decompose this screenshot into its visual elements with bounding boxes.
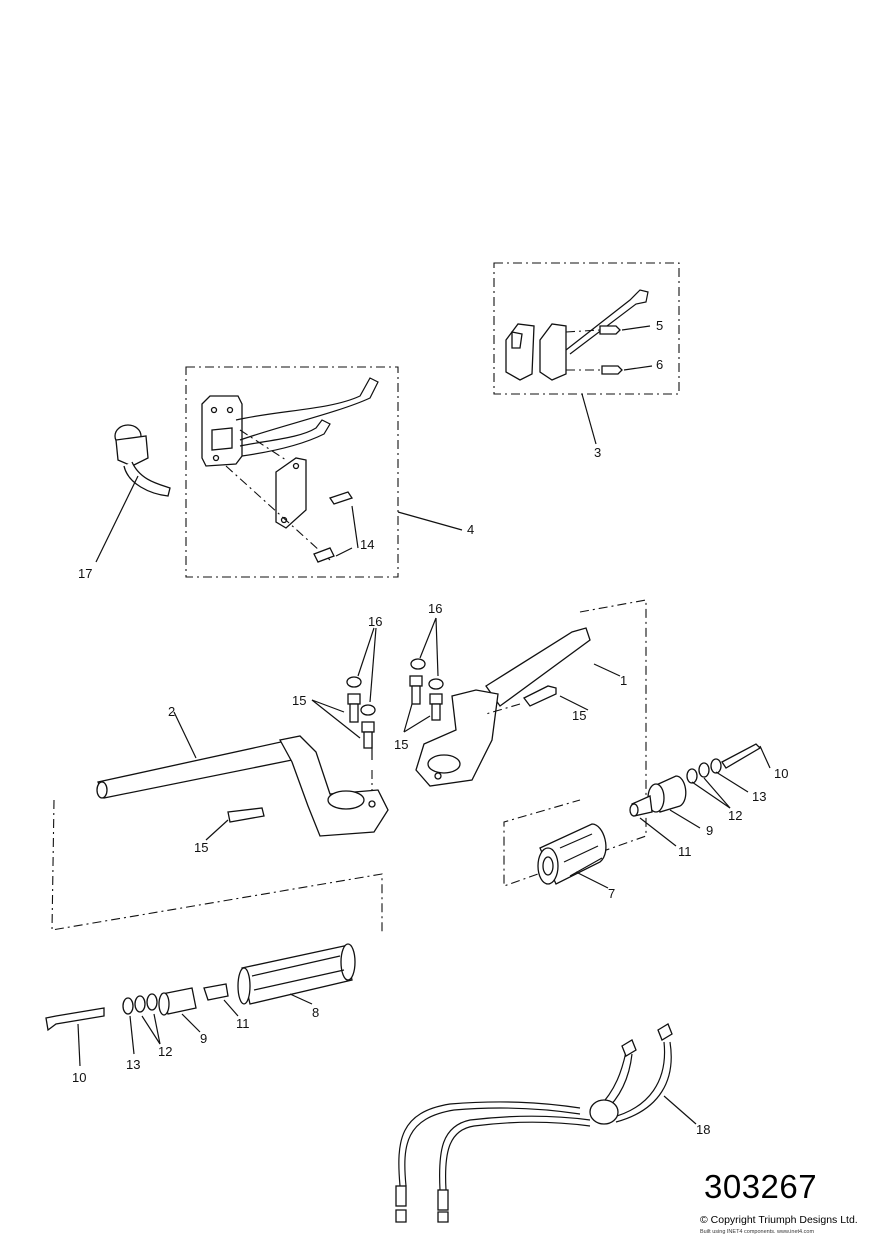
switch-housing-kit-box — [185, 366, 463, 578]
switch-kit-box — [493, 262, 680, 445]
grip-assembly-left — [45, 943, 356, 1067]
callout-16-right: 16 — [428, 601, 442, 616]
callout-5: 5 — [656, 318, 663, 333]
callout-2: 2 — [168, 704, 175, 719]
grip-assembly-right — [537, 743, 771, 889]
throttle-cable-elbow-17 — [95, 424, 171, 563]
diagram-reference-number: 303267 — [704, 1168, 818, 1205]
callout-13-left: 13 — [126, 1057, 140, 1072]
callout-18: 18 — [696, 1122, 710, 1137]
callout-15-a: 15 — [292, 693, 306, 708]
callout-10-right: 10 — [774, 766, 788, 781]
callout-12-left: 12 — [158, 1044, 172, 1059]
callout-13-right: 13 — [752, 789, 766, 804]
callout-17: 17 — [78, 566, 92, 581]
callout-12-right: 12 — [728, 808, 742, 823]
callout-11-right: 11 — [678, 844, 692, 859]
callout-4: 4 — [467, 522, 474, 537]
callout-9-right: 9 — [706, 823, 713, 838]
callout-1: 1 — [620, 673, 627, 688]
callout-labels: 1 2 3 4 5 6 7 8 9 9 10 10 11 11 12 12 13… — [72, 318, 788, 1137]
callout-16-left: 16 — [368, 614, 382, 629]
callout-15-d: 15 — [194, 840, 208, 855]
built-with-notice: Built using INET4 components. www.inet4.… — [700, 1229, 815, 1235]
callout-11-left: 11 — [236, 1016, 250, 1031]
callout-10-left: 10 — [72, 1070, 86, 1085]
copyright-notice: © Copyright Triumph Designs Ltd. — [700, 1214, 858, 1226]
throttle-cables-18 — [395, 1023, 697, 1223]
callout-14: 14 — [360, 537, 374, 552]
callout-15-c: 15 — [572, 708, 586, 723]
callout-7: 7 — [608, 886, 615, 901]
callout-8: 8 — [312, 1005, 319, 1020]
callout-15-b: 15 — [394, 737, 408, 752]
clip-on-handlebar-left — [51, 711, 389, 934]
callout-9-left: 9 — [200, 1031, 207, 1046]
clip-on-handlebar-right — [415, 599, 647, 887]
callout-3: 3 — [594, 445, 601, 460]
callout-6: 6 — [656, 357, 663, 372]
pinch-bolts-left — [311, 627, 377, 749]
pinch-bolts-right — [403, 617, 444, 733]
